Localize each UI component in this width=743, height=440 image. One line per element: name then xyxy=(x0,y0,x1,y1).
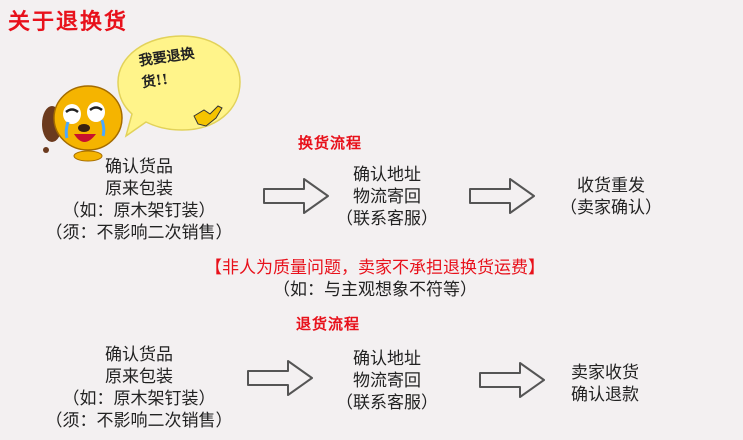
arrow-right-icon xyxy=(263,178,329,214)
return-step-1-line: （如：原木架钉装） xyxy=(62,389,216,409)
page-title: 关于退换货 xyxy=(8,9,129,35)
return-step-3-line: 确认退款 xyxy=(571,385,639,405)
exchange-title: 换货流程 xyxy=(298,134,363,152)
speech-bubble xyxy=(117,35,241,138)
exchange-step-2-line: 物流寄回 xyxy=(353,187,421,207)
exchange-step-2: 确认地址 物流寄回 （联系客服） xyxy=(322,164,452,230)
return-step-3-line: 卖家收货 xyxy=(571,363,639,383)
exchange-step-1-line: 确认货品 xyxy=(105,157,173,177)
return-step-1-line: （须：不影响二次销售） xyxy=(45,411,233,431)
shipping-notice-main: 【非人为质量问题，卖家不承担退换货运费】 xyxy=(205,258,545,278)
arrow-right-icon xyxy=(247,360,313,396)
return-title: 退货流程 xyxy=(296,315,361,333)
exchange-step-1-line: 原来包装 xyxy=(105,179,173,199)
return-step-2-line: 确认地址 xyxy=(353,349,421,369)
exchange-step-3: 收货重发 （卖家确认） xyxy=(546,175,676,219)
return-step-3: 卖家收货 确认退款 xyxy=(540,362,670,406)
exchange-step-1-line: （须：不影响二次销售） xyxy=(45,223,233,243)
return-step-1-line: 原来包装 xyxy=(105,367,173,387)
arrow-right-icon xyxy=(469,178,535,214)
exchange-step-2-line: 确认地址 xyxy=(353,165,421,185)
crying-dog-icon xyxy=(42,85,123,162)
hand-icon xyxy=(193,105,223,127)
return-step-1: 确认货品 原来包装 （如：原木架钉装） （须：不影响二次销售） xyxy=(22,344,256,432)
exchange-step-1: 确认货品 原来包装 （如：原木架钉装） （须：不影响二次销售） xyxy=(22,156,256,244)
shipping-notice: 【非人为质量问题，卖家不承担退换货运费】 （如：与主观想象不符等） xyxy=(150,257,600,301)
exchange-step-3-line: 收货重发 xyxy=(577,176,645,196)
return-step-2-line: （联系客服） xyxy=(336,393,438,413)
arrow-right-icon xyxy=(479,362,545,398)
return-step-2-line: 物流寄回 xyxy=(353,371,421,391)
return-step-1-line: 确认货品 xyxy=(105,345,173,365)
shipping-notice-sub: （如：与主观想象不符等） xyxy=(273,280,477,300)
exchange-step-1-line: （如：原木架钉装） xyxy=(62,201,216,221)
return-step-2: 确认地址 物流寄回 （联系客服） xyxy=(322,348,452,414)
exchange-step-2-line: （联系客服） xyxy=(336,209,438,229)
exchange-step-3-line: （卖家确认） xyxy=(560,198,662,218)
